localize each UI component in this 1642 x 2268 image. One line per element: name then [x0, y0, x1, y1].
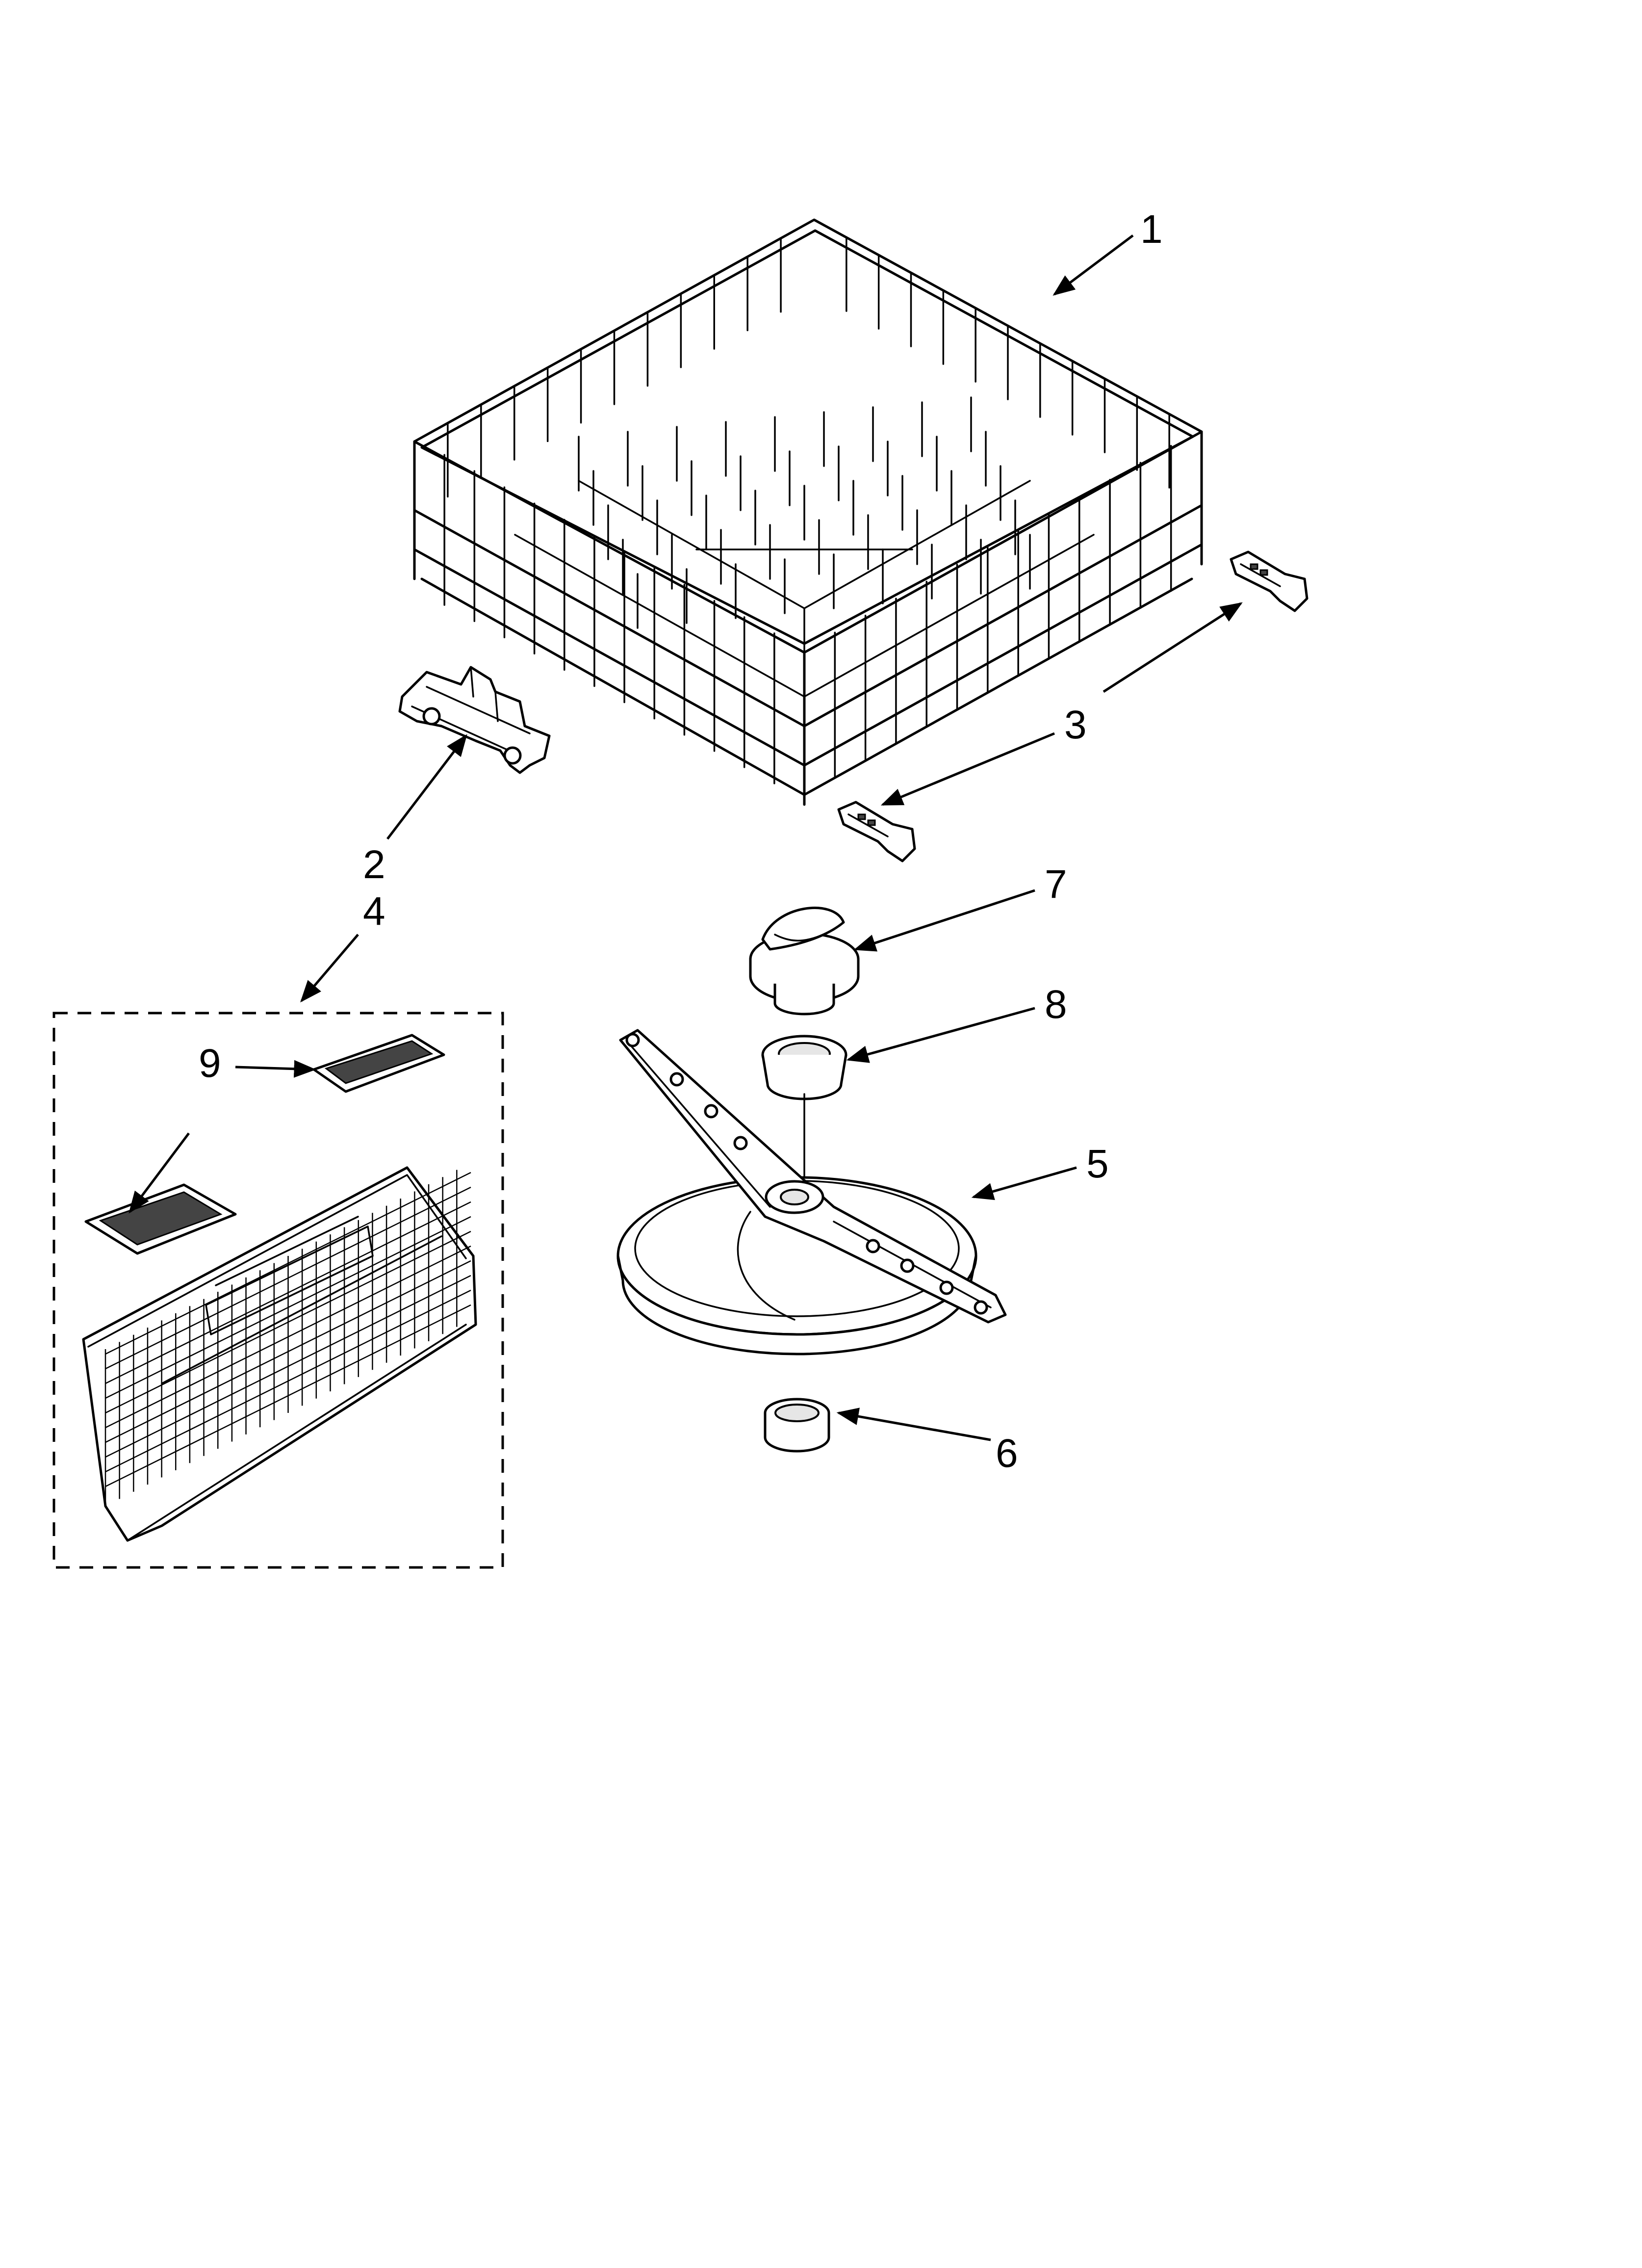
- basket-lid-part-9-upper: [312, 1034, 445, 1093]
- bearing-ring-part-8: [761, 1035, 847, 1100]
- mount-ring-part-6: [764, 1398, 830, 1453]
- callout-5: 5: [1086, 1142, 1109, 1186]
- leader-lines: [128, 235, 1243, 1441]
- callout-6: 6: [996, 1431, 1018, 1476]
- basket-lid-part-9-lower: [84, 1183, 237, 1255]
- spray-arm-manifold-part-5: [616, 1029, 1007, 1356]
- callout-7: 7: [1045, 862, 1067, 907]
- basket-assembly-box: [52, 1012, 504, 1569]
- callout-4: 4: [363, 889, 385, 934]
- dish-rack-part-1: [413, 218, 1203, 806]
- roller-bracket-part-2: [398, 666, 551, 774]
- silverware-basket: [82, 1166, 477, 1542]
- callout-3: 3: [1064, 703, 1087, 747]
- rack-clip-part-3-right: [1230, 550, 1308, 612]
- callout-1: 1: [1140, 207, 1163, 252]
- callout-8: 8: [1045, 982, 1067, 1027]
- callout-9: 9: [199, 1041, 221, 1086]
- callout-2: 2: [363, 842, 385, 887]
- rack-clip-part-3-left: [837, 801, 916, 862]
- spray-arm-cap-part-7: [749, 907, 860, 1016]
